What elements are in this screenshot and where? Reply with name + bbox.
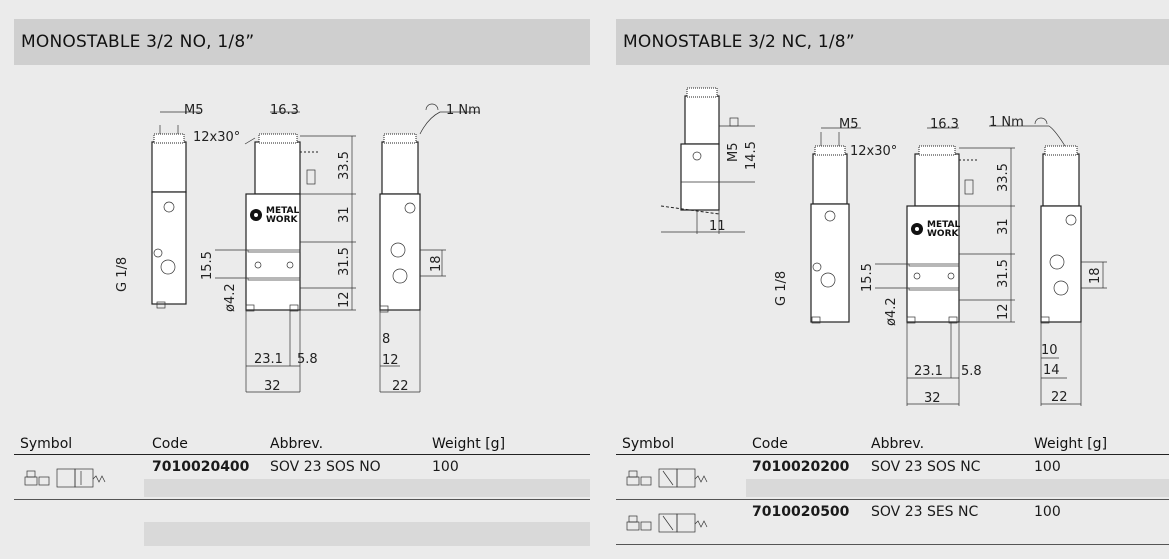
brand-line2: WORK [266, 215, 299, 225]
product-table: Symbol Code Abbrev. Weight [g] 701002020… [616, 432, 1169, 545]
panel-title: MONOSTABLE 3/2 NO, 1/8” [21, 32, 255, 52]
side-view-left [810, 127, 861, 324]
header-code: Code [152, 436, 188, 452]
dim-22: 22 [392, 379, 409, 394]
front-view [906, 127, 979, 324]
dim-12: 12 [337, 291, 352, 308]
brand-line1: METAL [927, 220, 961, 230]
header-weight: Weight [g] [432, 436, 506, 452]
detail-view [660, 87, 755, 234]
dim-torque: 1 Nm [446, 103, 481, 118]
dim-32: 32 [924, 391, 941, 406]
row-abbrev: SOV 23 SES NC [871, 504, 979, 520]
dim-12-bottom: 12 [382, 353, 399, 368]
product-table: Symbol Code Abbrev. Weight [g] 701002040… [14, 432, 590, 546]
dim-16-3: 16.3 [270, 103, 299, 118]
title-bar: MONOSTABLE 3/2 NO, 1/8” [14, 19, 590, 65]
brand-line1: METAL [266, 206, 300, 216]
header-abbrev: Abbrev. [270, 436, 324, 452]
dim-31-5: 31.5 [996, 259, 1011, 288]
table-row[interactable]: 7010020400 SOV 23 SOS NO 100 [14, 455, 590, 500]
dim-d4-2: ø4.2 [223, 283, 238, 312]
row-weight: 100 [1034, 504, 1061, 520]
dim-g18: G 1/8 [115, 257, 130, 292]
dim-torque: 1 Nm [989, 115, 1024, 130]
dim-d4-2: ø4.2 [884, 297, 899, 326]
table-header: Symbol Code Abbrev. Weight [g] [616, 432, 1169, 455]
dim-5-8: 5.8 [297, 352, 318, 367]
table-row-empty [14, 500, 590, 546]
row-code: 7010020200 [752, 459, 850, 475]
dim-12x30: 12x30° [193, 130, 240, 145]
header-symbol: Symbol [622, 436, 675, 452]
title-bar: MONOSTABLE 3/2 NC, 1/8” [616, 19, 1169, 65]
dim-23-1: 23.1 [914, 364, 943, 379]
side-view-right [379, 103, 480, 393]
row-code: 7010020500 [752, 504, 850, 520]
front-view [244, 111, 320, 312]
technical-drawing-no: M5 G 1/8 METAL WORK 16.3 12x30° [115, 103, 481, 394]
panel-title: MONOSTABLE 3/2 NC, 1/8” [623, 32, 855, 52]
table-row[interactable]: 7010020200 SOV 23 SOS NC 100 [616, 455, 1169, 500]
table-header: Symbol Code Abbrev. Weight [g] [14, 432, 590, 455]
dim-22: 22 [1051, 390, 1068, 405]
dim-33-5: 33.5 [996, 163, 1011, 192]
header-abbrev: Abbrev. [871, 436, 925, 452]
dim-m5: M5 [839, 117, 859, 132]
dim-31: 31 [337, 206, 352, 223]
dim-18: 18 [429, 255, 444, 272]
dim-14: 14 [1043, 363, 1060, 378]
dim-5-8: 5.8 [961, 364, 982, 379]
technical-drawing-nc: M5 14.5 11 M5 G 1/8 [660, 87, 1107, 406]
valve-symbol-icon [626, 513, 708, 533]
dim-16-3: 16.3 [930, 117, 959, 132]
dim-33-5: 33.5 [337, 151, 352, 180]
dim-11: 11 [709, 219, 726, 234]
valve-symbol-icon [626, 468, 708, 488]
row-code: 7010020400 [152, 459, 250, 475]
dim-14-5: 14.5 [744, 141, 759, 170]
header-symbol: Symbol [20, 436, 73, 452]
dim-32: 32 [264, 379, 281, 394]
dim-8: 8 [382, 332, 390, 347]
row-abbrev: SOV 23 SOS NO [270, 459, 381, 475]
dim-15-5: 15.5 [860, 263, 875, 292]
table-row[interactable]: 7010020500 SOV 23 SES NC 100 [616, 500, 1169, 545]
dim-m5-detail: M5 [726, 143, 741, 163]
side-view-right [989, 117, 1107, 406]
dim-15-5: 15.5 [200, 251, 215, 280]
valve-symbol-icon [24, 468, 106, 488]
dim-23-1: 23.1 [254, 352, 283, 367]
brand-line2: WORK [927, 229, 960, 239]
dim-18: 18 [1088, 267, 1103, 284]
row-abbrev: SOV 23 SOS NC [871, 459, 981, 475]
dim-12: 12 [996, 303, 1011, 320]
side-view-left [151, 111, 200, 309]
header-code: Code [752, 436, 788, 452]
dim-12x30: 12x30° [850, 144, 897, 159]
dim-g18: G 1/8 [774, 271, 789, 306]
row-weight: 100 [432, 459, 459, 475]
dim-31: 31 [996, 218, 1011, 235]
dim-10: 10 [1041, 343, 1058, 358]
dim-m5: M5 [184, 103, 204, 118]
dim-31-5: 31.5 [337, 247, 352, 276]
header-weight: Weight [g] [1034, 436, 1108, 452]
row-weight: 100 [1034, 459, 1061, 475]
